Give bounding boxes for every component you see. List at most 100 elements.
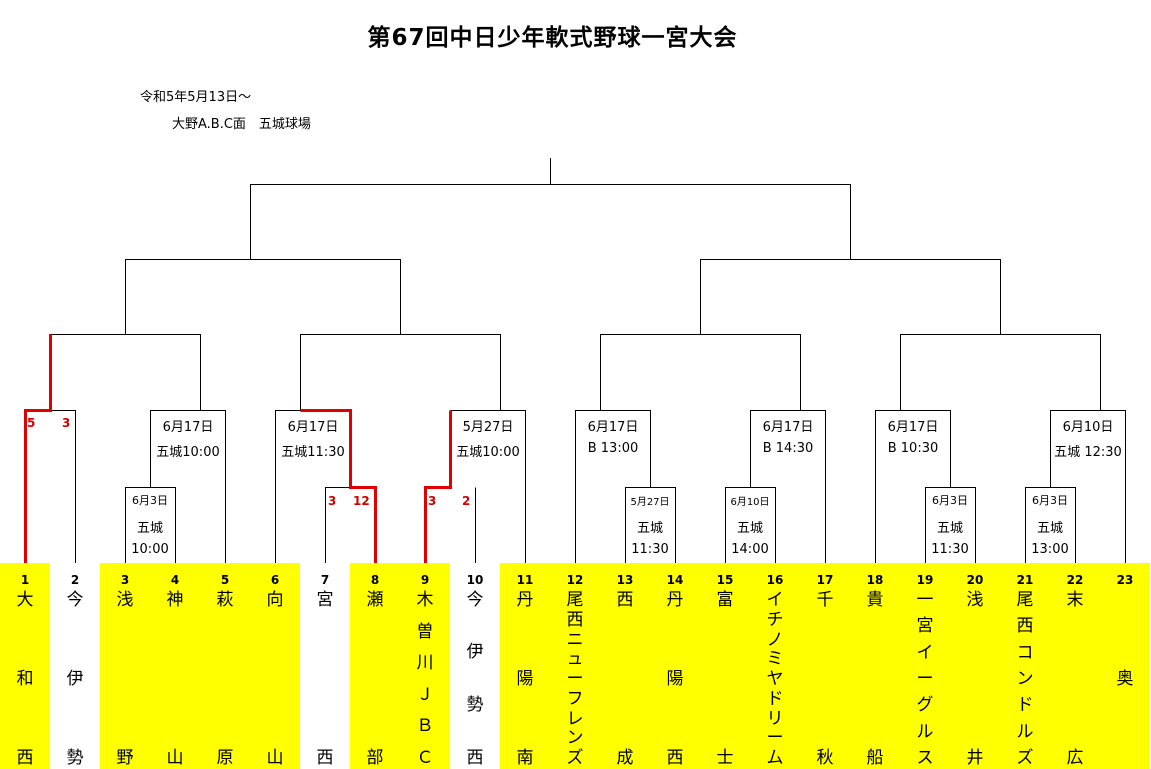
team-name-char: 西 <box>316 748 334 768</box>
team-name-char: 宮 <box>316 590 334 610</box>
team-name-char: ヤ <box>766 669 784 689</box>
team-name-char: コ <box>1016 643 1034 663</box>
score-team8: 12 <box>353 494 370 508</box>
team-name-char: 部 <box>366 748 384 768</box>
team-name-char: Ｊ <box>416 685 434 705</box>
score-team7: 3 <box>328 494 337 508</box>
team-name-char: 瀬 <box>366 590 384 610</box>
team-name-char: 末 <box>1066 590 1084 610</box>
team-column-11: 11 丹陽南 <box>500 563 550 769</box>
team-number: 1 <box>20 573 30 587</box>
tournament-venue: 大野A.B.C面 五城球場 <box>172 117 311 132</box>
score-team9: 3 <box>428 494 437 508</box>
team-name-char: 勢 <box>466 695 484 715</box>
team-name-char: 神 <box>166 590 184 610</box>
team-name-char: 奥 <box>1116 669 1134 689</box>
team-name-char: 西 <box>466 748 484 768</box>
team-name-char: 向 <box>266 590 284 610</box>
team-name-char: イ <box>916 643 934 663</box>
score-team1: 5 <box>27 416 36 430</box>
team-name: 神山 <box>150 591 200 767</box>
team-number: 10 <box>466 573 484 587</box>
team-name-char: 西 <box>16 748 34 768</box>
team-name-char: 船 <box>866 748 884 768</box>
team-name-char: 伊 <box>66 669 84 689</box>
team-number: 17 <box>816 573 834 587</box>
team-name-char: 萩 <box>216 590 234 610</box>
team-name-char: 西 <box>616 590 634 610</box>
team-name: 貴船 <box>850 591 900 767</box>
team-number: 19 <box>916 573 934 587</box>
team-name-char: 南 <box>516 748 534 768</box>
team-name-char: チ <box>766 610 784 630</box>
team-name-char: グ <box>916 695 934 715</box>
team-name: 千秋 <box>800 591 850 767</box>
team-name-char: 西 <box>666 748 684 768</box>
team-name: 萩原 <box>200 591 250 767</box>
team-name-char: ニ <box>566 630 584 650</box>
team-name-char: ン <box>566 728 584 748</box>
team-name-char: ム <box>766 748 784 768</box>
team-number: 22 <box>1066 573 1084 587</box>
team-number: 18 <box>866 573 884 587</box>
team-column-18: 18 貴船 <box>850 563 900 769</box>
team-number: 7 <box>320 573 330 587</box>
team-name: 西成 <box>600 591 650 767</box>
team-name-char: ミ <box>766 649 784 669</box>
team-number: 16 <box>766 573 784 587</box>
tournament-date: 令和5年5月13日～ <box>140 90 252 105</box>
team-column-6: 6 向山 <box>250 563 300 769</box>
team-name: 丹陽西 <box>650 591 700 767</box>
team-number: 20 <box>966 573 984 587</box>
team-name: 今伊勢 <box>50 591 100 767</box>
team-name-char: 丹 <box>666 590 684 610</box>
team-name: 大和西 <box>0 591 50 767</box>
team-number: 8 <box>370 573 380 587</box>
score-team10: 2 <box>462 494 471 508</box>
team-number: 12 <box>566 573 584 587</box>
team-number: 6 <box>270 573 280 587</box>
team-column-12: 12 尾西ニューフレンズ <box>550 563 600 769</box>
team-name-char: 浅 <box>966 590 984 610</box>
team-name: 富士 <box>700 591 750 767</box>
team-name-char: 一 <box>916 590 934 610</box>
team-name-char: 陽 <box>666 669 684 689</box>
team-number: 3 <box>120 573 130 587</box>
team-name-char: 千 <box>816 590 834 610</box>
team-name: 尾西コンドルズ <box>1000 591 1050 767</box>
team-name-char: 浅 <box>116 590 134 610</box>
team-name-char: ド <box>1016 695 1034 715</box>
team-name-char: 丹 <box>516 590 534 610</box>
team-name-char: 野 <box>116 748 134 768</box>
team-name-char: 原 <box>216 748 234 768</box>
team-number: 11 <box>516 573 534 587</box>
team-column-1: 1 大和西 <box>0 563 50 769</box>
team-name-char: ュ <box>566 649 584 669</box>
team-name-char: 川 <box>416 653 434 673</box>
team-column-20: 20 浅井 <box>950 563 1000 769</box>
team-name: 浅野 <box>100 591 150 767</box>
team-name-char: 木 <box>416 590 434 610</box>
team-name-char: 山 <box>266 748 284 768</box>
team-name: 浅井 <box>950 591 1000 767</box>
team-name-char: 大 <box>16 590 34 610</box>
team-name-char: 成 <box>616 748 634 768</box>
team-name: 宮西 <box>300 591 350 767</box>
team-number: 9 <box>420 573 430 587</box>
team-name: 尾西ニューフレンズ <box>550 591 600 767</box>
team-name-char: ン <box>1016 669 1034 689</box>
team-name-char: 陽 <box>516 669 534 689</box>
team-name: イチノミヤドリーム <box>750 591 800 767</box>
team-name-char: ル <box>916 722 934 742</box>
team-name-char: 尾 <box>1016 590 1034 610</box>
team-column-16: 16 イチノミヤドリーム <box>750 563 800 769</box>
